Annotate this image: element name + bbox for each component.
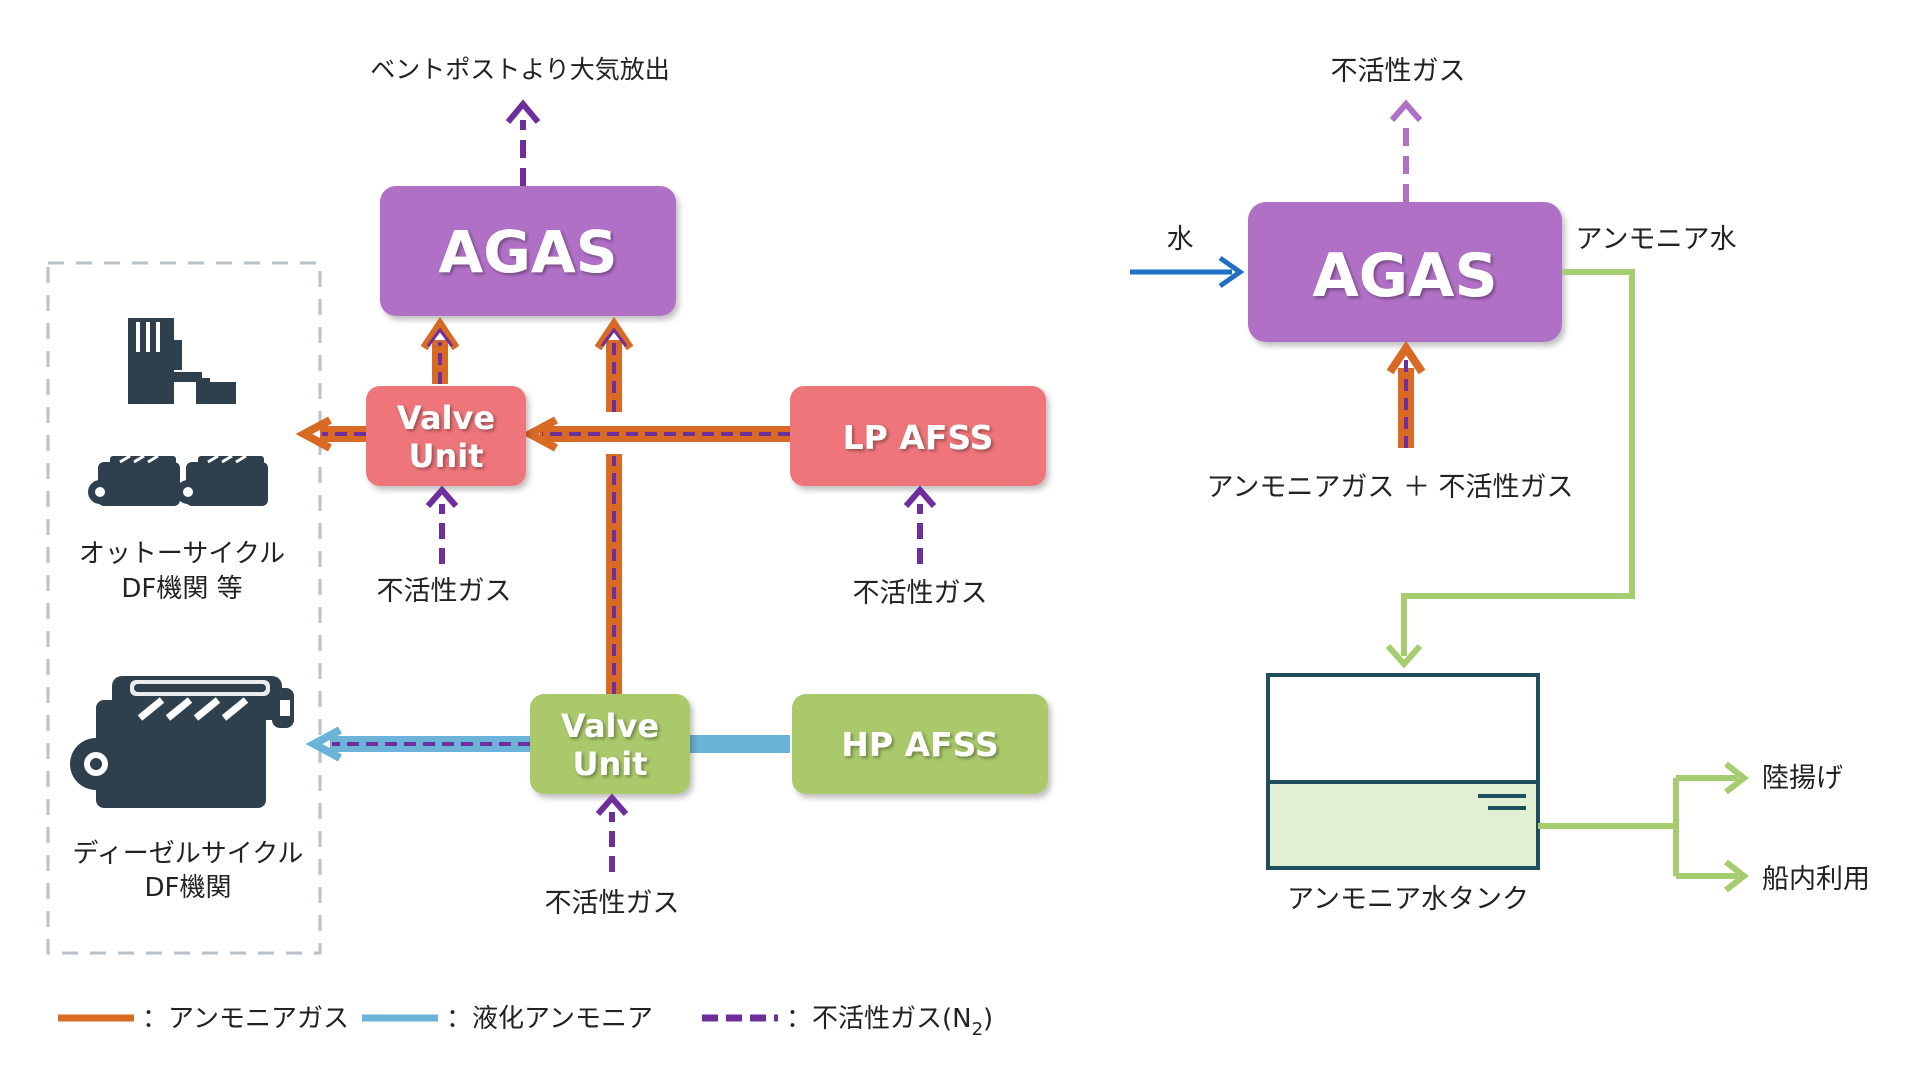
lp-to-valve-top-line — [521, 416, 790, 452]
diesel-engine-label-line1: ディーゼルサイクル — [73, 839, 304, 869]
inert-to-lp-arrow — [903, 485, 937, 564]
valve-top-to-engine-arrow — [295, 416, 366, 452]
agas-box-left — [380, 186, 676, 316]
water-label: 水 — [1167, 224, 1194, 255]
lp-afss-label: LP AFSS — [843, 418, 994, 457]
legend-ammonia-gas-label: ：アンモニアガス — [142, 1004, 349, 1034]
legend-inert-gas-prefix: ：不活性ガス(N — [786, 1004, 972, 1034]
junction-to-agas-arrow — [594, 316, 634, 412]
otto-engine-label-line1: オットーサイクル — [79, 539, 285, 569]
agas-right-title: AGAS — [1312, 241, 1497, 311]
twin-engine-icon — [88, 454, 268, 506]
liquid-level-icon — [1478, 794, 1526, 810]
inert-out-label: 不活性ガス — [1331, 56, 1466, 87]
inert-gas-valve-bottom-label: 不活性ガス — [545, 888, 680, 919]
legend-inert-gas-label: ：不活性ガス(N2) — [786, 1004, 993, 1040]
valve-unit-bottom-box — [530, 694, 690, 794]
diesel-engine-label-line2: DF機関 — [145, 873, 232, 903]
hp-afss-label: HP AFSS — [841, 725, 998, 764]
hp-afss-box — [792, 694, 1048, 794]
valve-unit-top-box — [366, 386, 526, 486]
agas-box-right — [1248, 202, 1562, 342]
valve-unit-bottom-line2: Unit — [572, 745, 647, 783]
inert-gas-valve-top-label: 不活性ガス — [377, 576, 512, 607]
water-inlet-arrow — [1130, 255, 1245, 289]
valve-unit-top-line1: Valve — [397, 399, 495, 437]
agas-input-label: アンモニアガス ＋ 不活性ガス — [1206, 472, 1573, 503]
legend-inert-gas-suffix: ) — [983, 1004, 993, 1034]
vent-label: ベントポストより大気放出 — [370, 55, 670, 84]
ammonia-water-label: アンモニア水 — [1576, 224, 1737, 255]
inert-to-valve-top-arrow — [425, 485, 459, 564]
tank-output-lines — [1538, 761, 1749, 893]
unloading-label: 陸揚げ — [1762, 763, 1843, 794]
legend-liquid-ammonia-label: ：液化アンモニア — [446, 1004, 653, 1034]
valve-top-to-agas-arrow — [420, 316, 460, 384]
legend: ：アンモニアガス ：液化アンモニア ：不活性ガス(N2) — [58, 1004, 993, 1040]
diesel-engine-icon — [70, 676, 294, 808]
ammonia-water-tank — [1266, 673, 1540, 870]
onboard-use-label: 船内利用 — [1762, 864, 1870, 895]
inert-gas-lp-label: 不活性ガス — [853, 578, 988, 609]
legend-inert-gas-subscript: 2 — [972, 1019, 983, 1040]
valve-unit-top-line2: Unit — [408, 437, 483, 475]
vent-arrow — [505, 99, 541, 186]
tank-label: アンモニア水タンク — [1287, 884, 1529, 915]
valve-unit-bottom-line1: Valve — [561, 707, 659, 745]
agas-input-arrow — [1386, 340, 1426, 448]
agas-left-title: AGAS — [438, 218, 617, 286]
engine-group-frame — [46, 261, 322, 955]
otto-engine-label-line2: DF機関 等 — [121, 574, 242, 604]
ammonia-water-line — [1401, 269, 1635, 656]
inert-out-arrow — [1389, 99, 1423, 202]
ammonia-water-arrowhead — [1385, 644, 1423, 669]
valve-bottom-to-engine-arrow — [305, 726, 530, 762]
inert-to-valve-bottom-arrow — [595, 793, 629, 872]
boiler-icon — [128, 318, 236, 404]
lp-afss-box — [790, 386, 1046, 486]
